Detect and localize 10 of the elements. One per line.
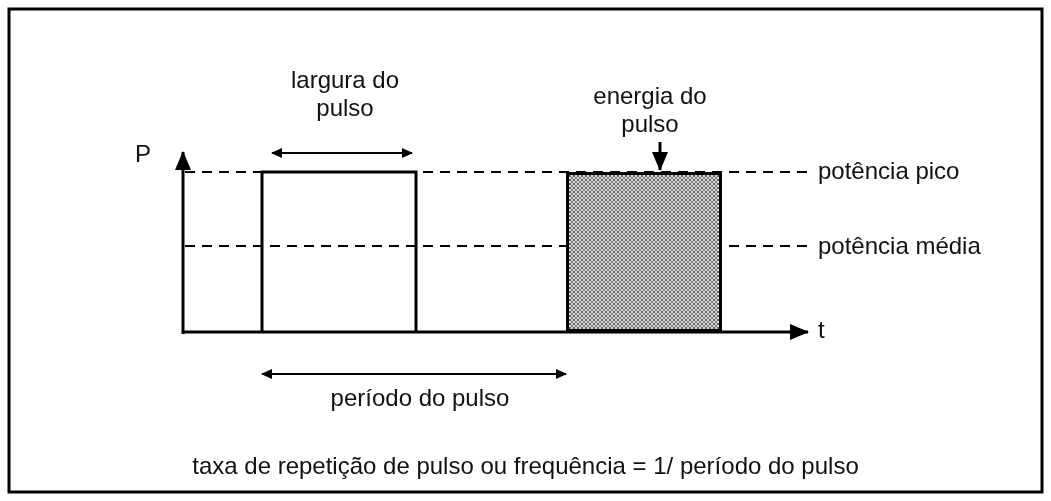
- pulse-shaded-box: [566, 172, 722, 332]
- level-label: potência pico: [818, 157, 961, 185]
- level-label: potência média: [818, 232, 982, 260]
- axis-label: P: [134, 140, 152, 168]
- annotation-text: energia do pulso: [592, 82, 708, 138]
- leader-arrow: [652, 142, 668, 171]
- dimension-label: período do pulso: [329, 384, 511, 412]
- annotation-text: largura do pulso: [289, 66, 401, 122]
- formula-text: taxa de repetição de pulso ou frequência = 1/ período do pulso: [191, 452, 860, 480]
- axis-label: t: [818, 316, 826, 344]
